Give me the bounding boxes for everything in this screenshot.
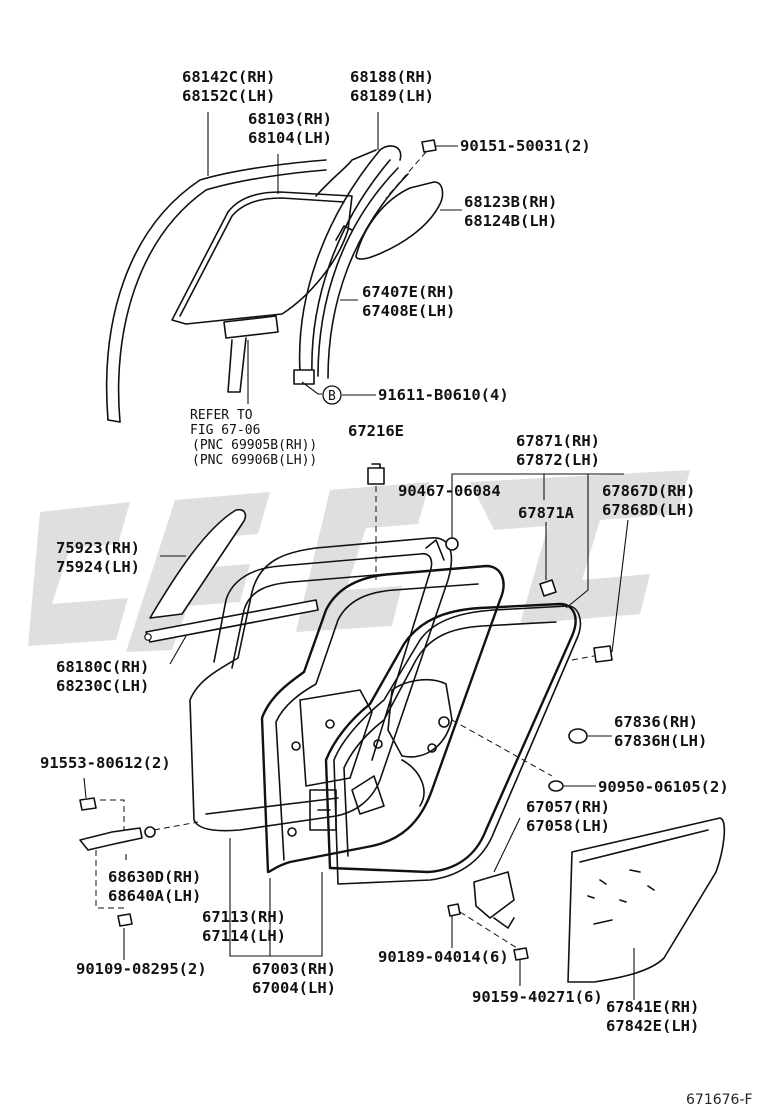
inside-handle (473, 817, 521, 929)
part-label-67872: 67872(LH) (516, 451, 600, 469)
callout-b-letter: B (328, 389, 336, 404)
part-label-68142c: 68142C(RH) (182, 68, 275, 86)
part-label-68188: 68188(RH) (350, 68, 434, 86)
part-label-68103: 68103(RH) (248, 110, 332, 128)
part-label-75924: 75924(LH) (56, 558, 140, 576)
refer-line-4: (PNC 69906B(LH)) (192, 453, 317, 468)
plug-90950 (548, 780, 596, 792)
corner-molding (149, 508, 247, 619)
part-label-90950: 90950-06105(2) (598, 778, 729, 796)
seal-67867d (571, 519, 629, 663)
refer-line-1: REFER TO (190, 408, 253, 423)
part-label-68152c: 68152C(LH) (182, 87, 275, 105)
part-label-67868d: 67868D(LH) (602, 501, 695, 519)
callout-b-marker: B (322, 385, 376, 405)
part-label-67841e: 67841E(RH) (606, 998, 699, 1016)
part-label-90159: 90159-40271(6) (472, 988, 603, 1006)
part-label-68124b: 68124B(LH) (464, 212, 557, 230)
part-label-67216e: 67216E (348, 422, 404, 440)
plug-67836 (568, 728, 612, 744)
part-label-67871a: 67871A (518, 504, 575, 522)
part-label-67836: 67836(RH) (614, 713, 698, 731)
part-label-67113: 67113(RH) (202, 908, 286, 926)
diagram-code: 671676-F (686, 1092, 753, 1108)
part-label-67004: 67004(LH) (252, 979, 336, 997)
leaders-lower-left (160, 555, 323, 957)
part-label-67114: 67114(LH) (202, 927, 286, 945)
door-check (79, 799, 199, 909)
part-label-67407e: 67407E(RH) (362, 283, 455, 301)
clips-lower (447, 903, 529, 986)
clip-67871a (539, 522, 557, 597)
clip-90467 (445, 473, 624, 609)
part-label-68230c: 68230C(LH) (56, 677, 149, 695)
part-label-68640a: 68640A(LH) (108, 887, 201, 905)
outer-door-panel (189, 537, 453, 832)
part-label-67836h: 67836H(LH) (614, 732, 707, 750)
part-label-68123b: 68123B(RH) (464, 193, 557, 211)
quarter-glass (355, 181, 444, 260)
part-label-90467: 90467-06084 (398, 482, 501, 500)
door-inner-panel (324, 602, 577, 874)
door-trim-panel (567, 817, 726, 1000)
refer-line-3: (PNC 69905B(RH)) (192, 438, 317, 453)
door-weatherstrip (333, 539, 582, 885)
part-label-91553: 91553-80612(2) (40, 754, 171, 772)
part-label-67867d: 67867D(RH) (602, 482, 695, 500)
part-label-67871: 67871(RH) (516, 432, 600, 450)
bolt-91553 (79, 777, 97, 811)
belt-moulding (144, 599, 319, 643)
labels: 68142C(RH) 68152C(LH) 68188(RH) 68189(LH… (40, 68, 753, 1108)
refer-line-2: FIG 67-06 (190, 423, 260, 438)
part-label-67842e: 67842E(LH) (606, 1017, 699, 1035)
part-label-68104: 68104(LH) (248, 129, 332, 147)
division-bar (293, 145, 402, 385)
division-weatherstrip (317, 167, 409, 379)
part-label-68180c: 68180C(RH) (56, 658, 149, 676)
part-label-90151: 90151-50031(2) (460, 137, 591, 155)
bolt-90109 (117, 913, 133, 960)
glass-channel-lower (223, 315, 279, 393)
part-label-67058: 67058(LH) (526, 817, 610, 835)
part-label-67057: 67057(RH) (526, 798, 610, 816)
leaders-upper (207, 112, 462, 404)
window-run-channel (105, 159, 327, 423)
screw-90151 (385, 139, 437, 199)
part-label-68189: 68189(LH) (350, 87, 434, 105)
part-label-90189: 90189-04014(6) (378, 948, 509, 966)
part-label-68630d: 68630D(RH) (108, 868, 201, 886)
part-label-67003: 67003(RH) (252, 960, 336, 978)
part-label-75923: 75923(RH) (56, 539, 140, 557)
part-label-91611: 91611-B0610(4) (378, 386, 509, 404)
part-label-67408e: 67408E(LH) (362, 302, 455, 320)
part-label-90109: 90109-08295(2) (76, 960, 207, 978)
clip-67216e (367, 463, 385, 580)
